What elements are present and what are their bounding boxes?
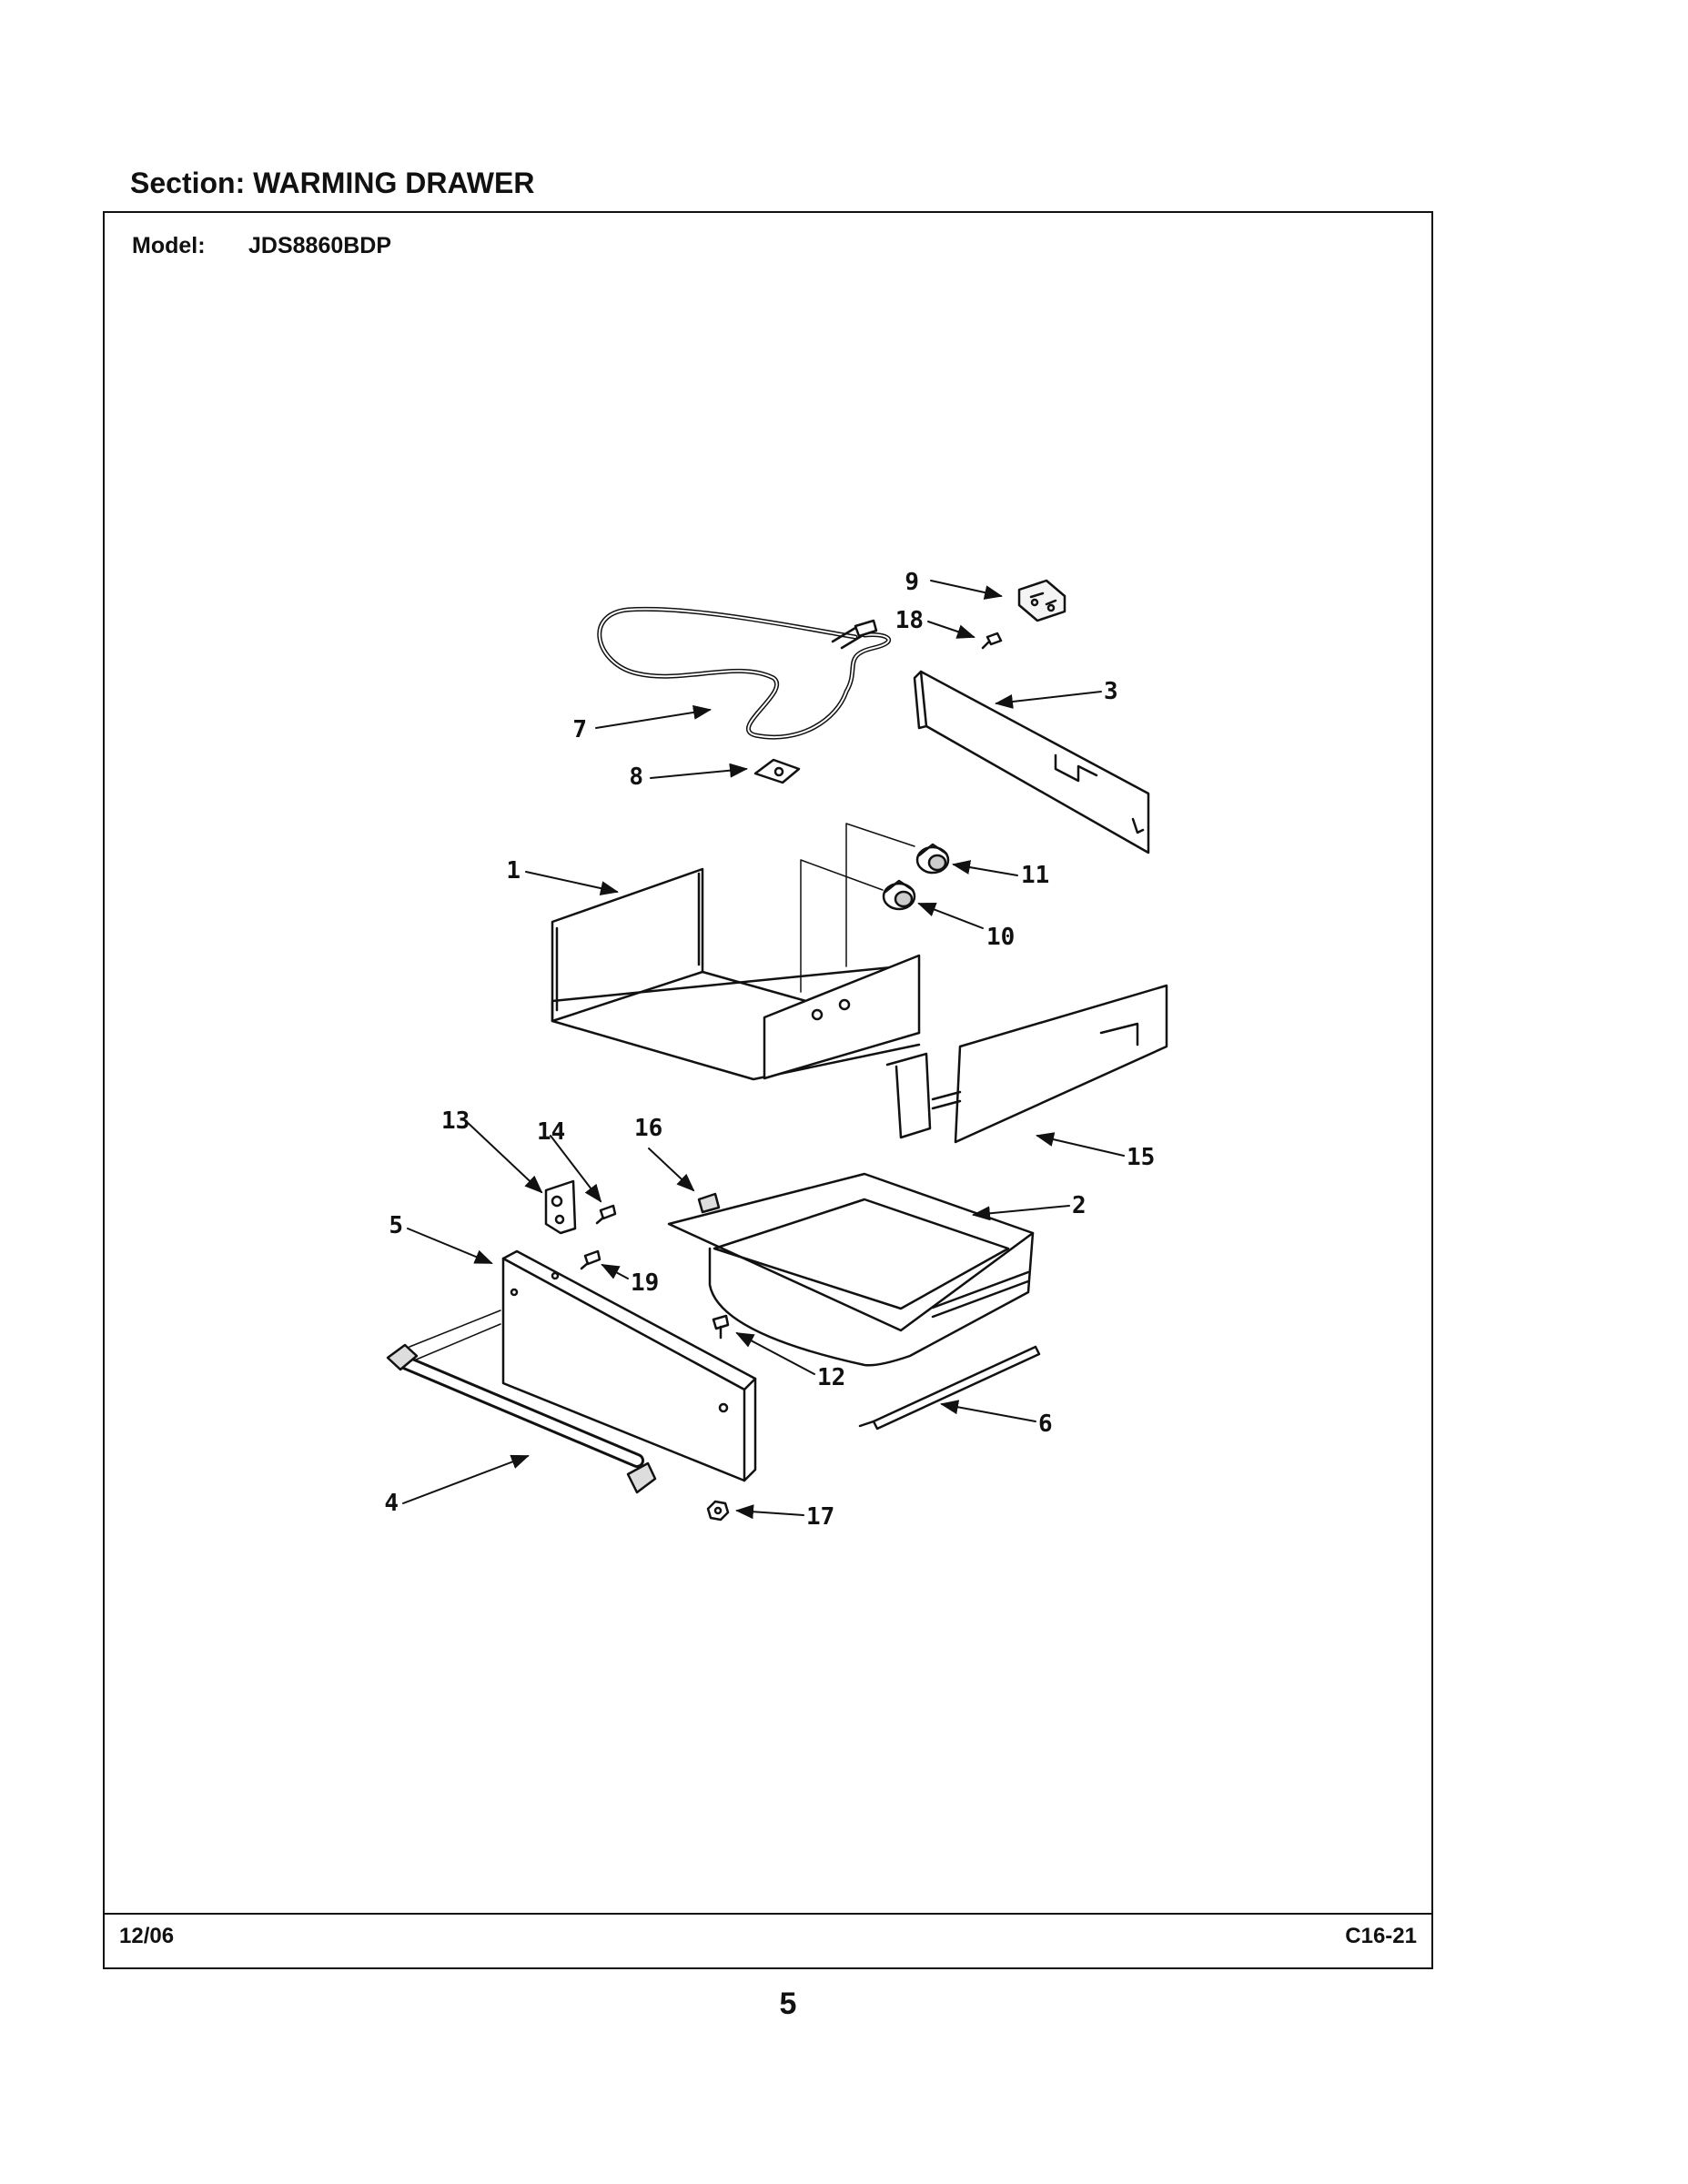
callout-10: 10	[986, 924, 1015, 951]
callout-14: 14	[537, 1118, 565, 1146]
callout-17: 17	[806, 1503, 834, 1531]
part-4-handle	[386, 1309, 657, 1494]
callout-7: 7	[572, 716, 587, 743]
part-13-bracket	[544, 1179, 577, 1235]
callout-11: 11	[1021, 862, 1049, 889]
model-line: Model: JDS8860BDP	[132, 233, 391, 259]
callout-5: 5	[389, 1212, 403, 1239]
footer-divider	[103, 1913, 1433, 1915]
part-17-nut	[706, 1500, 730, 1522]
callout-6: 6	[1038, 1410, 1053, 1438]
model-number: JDS8860BDP	[248, 233, 392, 258]
part-6-rod	[858, 1345, 1041, 1431]
document-code: C16-21	[1345, 1924, 1417, 1948]
part-7-heating-element	[597, 606, 891, 740]
revision-date: 12/06	[119, 1924, 175, 1948]
callout-8: 8	[629, 763, 643, 791]
part-11-thermostat	[915, 843, 950, 875]
part-3-rear-panel	[913, 670, 1150, 854]
diagram-frame	[103, 211, 1433, 1969]
part-15-side-panel	[885, 984, 1168, 1144]
callout-labels: 9 18 3 7 8 1 11 10 15 13 14 16 2 5 19 12…	[384, 569, 1155, 1531]
callout-2: 2	[1072, 1192, 1087, 1219]
part-2-drawer-pan	[667, 1172, 1035, 1367]
model-label: Model:	[132, 233, 206, 258]
callout-9: 9	[905, 569, 919, 596]
part-12-screw	[712, 1314, 730, 1340]
part-14-screw	[595, 1204, 617, 1225]
part-8-clip	[753, 758, 801, 784]
callout-4: 4	[384, 1490, 399, 1517]
callout-16: 16	[634, 1115, 662, 1142]
section-label: Section:	[130, 167, 246, 199]
part-16-block	[697, 1192, 721, 1214]
part-5-drawer-front	[501, 1249, 757, 1482]
part-19-screw	[580, 1249, 601, 1270]
callout-1: 1	[506, 857, 521, 885]
part-9-bracket	[1017, 579, 1066, 622]
callout-15: 15	[1127, 1144, 1155, 1171]
section-name: WARMING DRAWER	[253, 167, 535, 199]
callout-3: 3	[1104, 678, 1118, 705]
part-1-drawer-liner	[551, 867, 921, 1081]
callout-19: 19	[631, 1269, 659, 1297]
section-title: Section: WARMING DRAWER	[130, 167, 534, 200]
callout-12: 12	[817, 1364, 845, 1391]
part-10-thermostat	[882, 879, 916, 911]
page-number: 5	[779, 1987, 797, 2021]
callout-18: 18	[895, 607, 924, 634]
part-18-screw	[981, 632, 1003, 650]
callout-13: 13	[441, 1107, 470, 1135]
